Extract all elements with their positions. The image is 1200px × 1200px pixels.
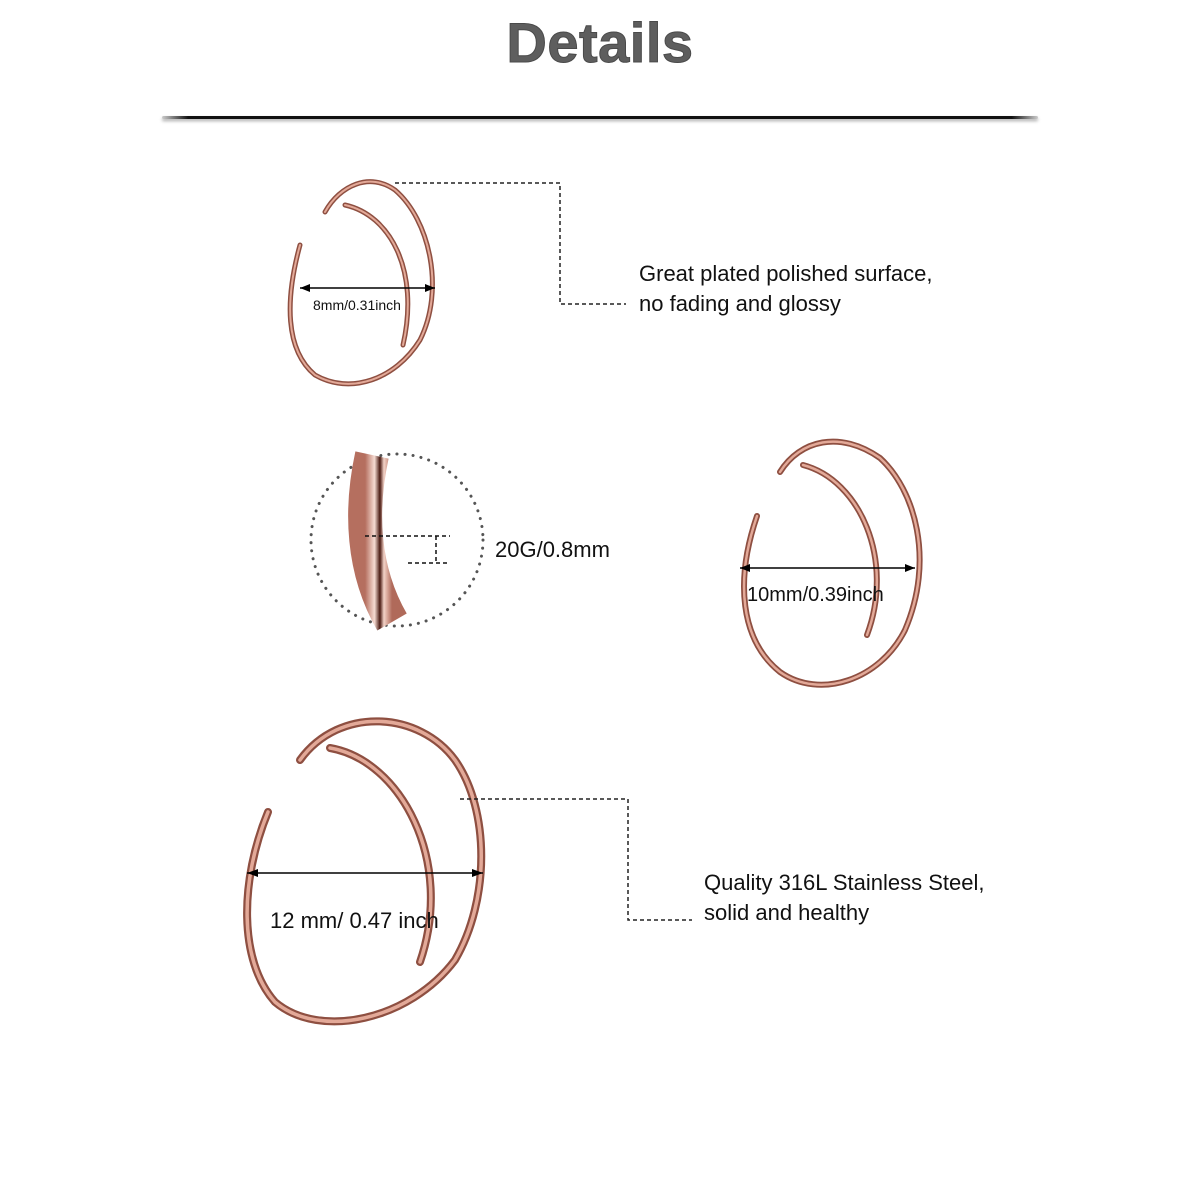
ring-medium bbox=[741, 438, 923, 688]
feature-material-line2: solid and healthy bbox=[704, 900, 870, 925]
title-divider bbox=[162, 116, 1038, 119]
ring-small bbox=[287, 179, 435, 387]
size-label-medium: 10mm/0.39inch bbox=[747, 584, 884, 606]
callout-line-material bbox=[460, 798, 692, 921]
size-label-small: 8mm/0.31inch bbox=[313, 297, 401, 313]
ring-large bbox=[243, 717, 486, 1026]
page-title: Details bbox=[506, 11, 694, 75]
feature-surface-line2: no fading and glossy bbox=[639, 291, 841, 316]
gauge-measure-lines bbox=[365, 535, 450, 564]
gauge-zoom-circle bbox=[309, 452, 485, 628]
wire-closeup bbox=[348, 451, 407, 631]
size-label-large: 12 mm/ 0.47 inch bbox=[270, 908, 439, 933]
feature-material-line1: Quality 316L Stainless Steel, bbox=[704, 870, 985, 895]
gauge-label: 20G/0.8mm bbox=[495, 537, 610, 562]
callout-line-surface bbox=[395, 182, 626, 305]
feature-material: Quality 316L Stainless Steel, solid and … bbox=[704, 868, 984, 928]
feature-surface: Great plated polished surface, no fading… bbox=[639, 259, 933, 319]
feature-surface-line1: Great plated polished surface, bbox=[639, 261, 933, 286]
